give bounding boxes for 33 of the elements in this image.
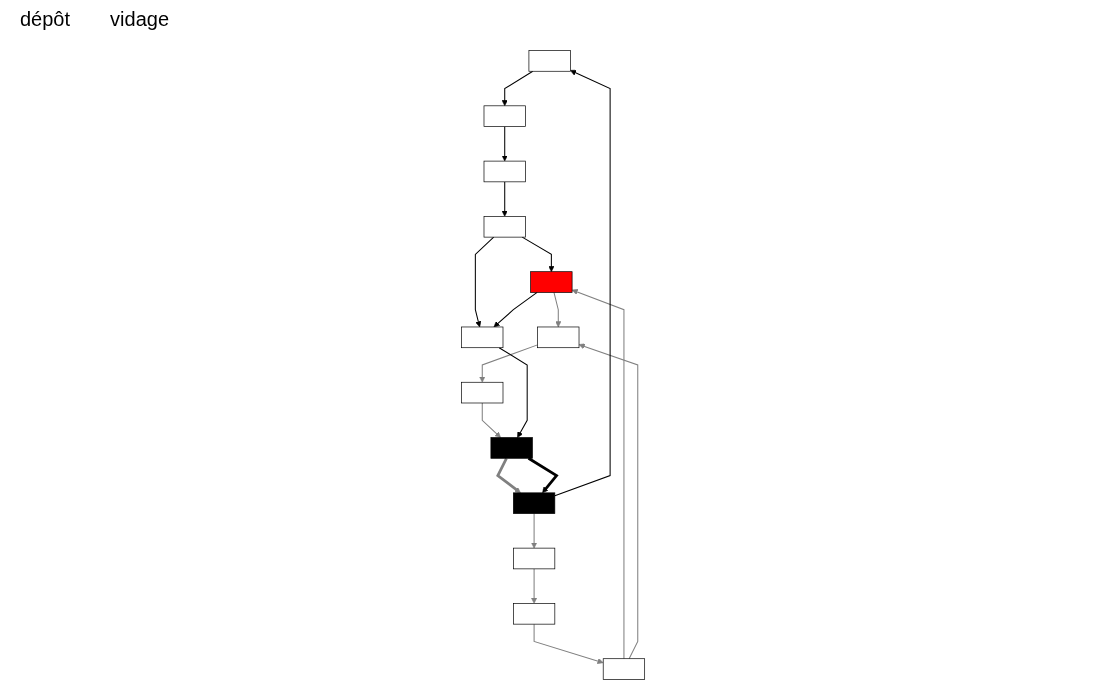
arrow: [522, 236, 555, 272]
node-box: [513, 603, 556, 625]
arrow: [533, 623, 604, 664]
node-box: [484, 216, 527, 238]
node-box: [461, 381, 504, 404]
node-box: [528, 50, 572, 72]
arrow: [494, 291, 539, 328]
arrow: [482, 402, 502, 438]
arrow: [496, 457, 522, 494]
arrow: [531, 513, 538, 549]
node-box: [490, 437, 534, 459]
arrow: [554, 69, 612, 497]
node-box: [603, 658, 646, 680]
arrow: [502, 181, 509, 217]
arrow: [499, 347, 529, 438]
note-text: dépôt: [20, 8, 71, 31]
node-box: [513, 547, 556, 570]
arrow: [502, 126, 509, 162]
arrow: [528, 457, 559, 494]
arrow: [479, 344, 539, 383]
node-box: [513, 492, 556, 514]
node-box: [484, 105, 527, 127]
arrow: [475, 236, 495, 328]
arrow: [579, 343, 639, 660]
arrow: [531, 568, 538, 604]
note-text: vidage: [110, 8, 169, 31]
arrow: [502, 70, 534, 107]
node-box: [461, 326, 504, 349]
node-box: [530, 271, 573, 293]
node-box: [537, 326, 580, 349]
arrow: [553, 291, 562, 328]
node-box: [484, 160, 527, 183]
arrow: [572, 289, 625, 660]
